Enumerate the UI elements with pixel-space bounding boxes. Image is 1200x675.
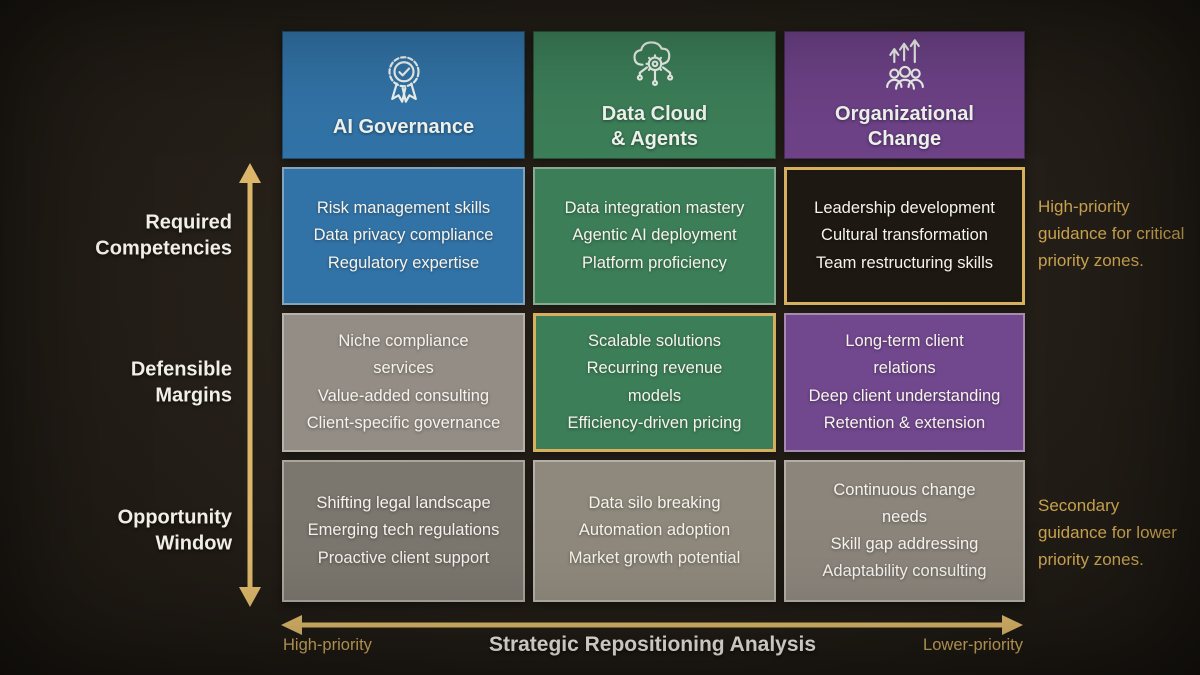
cell-item: Data silo breaking	[588, 494, 721, 513]
column-header-data-cloud-agents: Data Cloud & Agents	[533, 31, 776, 159]
column-header-label: Organizational Change	[835, 103, 974, 150]
matrix-grid: AI Governance Data Cloud & Agents	[282, 31, 1025, 602]
cell-item: Leadership development	[814, 199, 995, 218]
cell-window-data-cloud: Data silo breaking Automation adoption M…	[533, 460, 776, 602]
cell-item: Long-term client relations	[845, 332, 964, 378]
row-label-defensible-margins: Defensible Margins	[130, 358, 232, 407]
cell-item: Niche compliance services	[338, 332, 469, 378]
cloud-gear-icon	[632, 41, 673, 87]
axis-label-lower-priority: Lower-priority	[923, 636, 1023, 654]
cell-item: Scalable solutions	[588, 332, 721, 351]
cell-item: Risk management skills	[316, 199, 491, 218]
chart-title: Strategic Repositioning Analysis	[488, 633, 817, 656]
axis-label-high-priority: High-priority	[283, 636, 372, 654]
note-high-priority: High-priority guidance for critical prio…	[1038, 197, 1185, 270]
cell-item: Retention & extension	[823, 413, 986, 432]
cell-item: Platform proficiency	[582, 253, 727, 272]
cell-item: Continuous change needs	[833, 480, 976, 526]
cell-item: Cultural transformation	[821, 226, 988, 245]
cell-item: Team restructuring skills	[816, 253, 993, 272]
cell-item: Shifting legal landscape	[316, 494, 491, 513]
cell-margins-data-cloud-highlighted: Scalable solutions Recurring revenue mod…	[533, 313, 776, 452]
cell-window-org-change: Continuous change needs Skill gap addres…	[784, 460, 1025, 602]
cell-item: Regulatory expertise	[327, 253, 480, 272]
cell-item: Recurring revenue models	[586, 359, 723, 405]
cell-item: Value-added consulting	[317, 386, 490, 405]
row-label-required-competencies: Required Competencies	[95, 211, 232, 260]
cell-item: Deep client understanding	[808, 386, 1001, 405]
horizontal-axis-arrow	[281, 615, 1023, 635]
column-header-label: AI Governance	[332, 116, 475, 138]
cell-item: Data privacy compliance	[313, 226, 494, 245]
cell-item: Market growth potential	[568, 548, 741, 567]
column-header-label: Data Cloud & Agents	[601, 103, 708, 150]
cell-window-ai-governance: Shifting legal landscape Emerging tech r…	[282, 460, 525, 602]
row-label-opportunity-window: Opportunity Window	[117, 506, 232, 555]
cell-item: Proactive client support	[317, 548, 490, 567]
cell-margins-ai-governance: Niche compliance services Value-added co…	[282, 313, 525, 452]
cell-item: Automation adoption	[578, 521, 731, 540]
cell-required-data-cloud: Data integration mastery Agentic AI depl…	[533, 167, 776, 305]
cell-item: Emerging tech regulations	[307, 521, 500, 540]
cell-item: Agentic AI deployment	[572, 226, 737, 245]
award-badge-icon	[387, 56, 420, 103]
cell-item: Efficiency-driven pricing	[567, 413, 742, 432]
cell-margins-org-change: Long-term client relations Deep client u…	[784, 313, 1025, 452]
note-secondary: Secondary guidance for lower priority zo…	[1038, 496, 1177, 569]
cell-item: Skill gap addressing	[830, 535, 979, 553]
cell-required-org-change-highlighted: Leadership development Cultural transfor…	[784, 167, 1025, 305]
vertical-axis-arrow	[239, 163, 261, 607]
cell-item: Client-specific governance	[306, 413, 501, 432]
cell-item: Adaptability consulting	[822, 562, 987, 581]
column-header-ai-governance: AI Governance	[282, 31, 525, 159]
cell-required-ai-governance: Risk management skills Data privacy comp…	[282, 167, 525, 305]
column-header-organizational-change: Organizational Change	[784, 31, 1025, 159]
cell-item: Data integration mastery	[564, 199, 745, 218]
people-growth-icon	[885, 39, 924, 90]
